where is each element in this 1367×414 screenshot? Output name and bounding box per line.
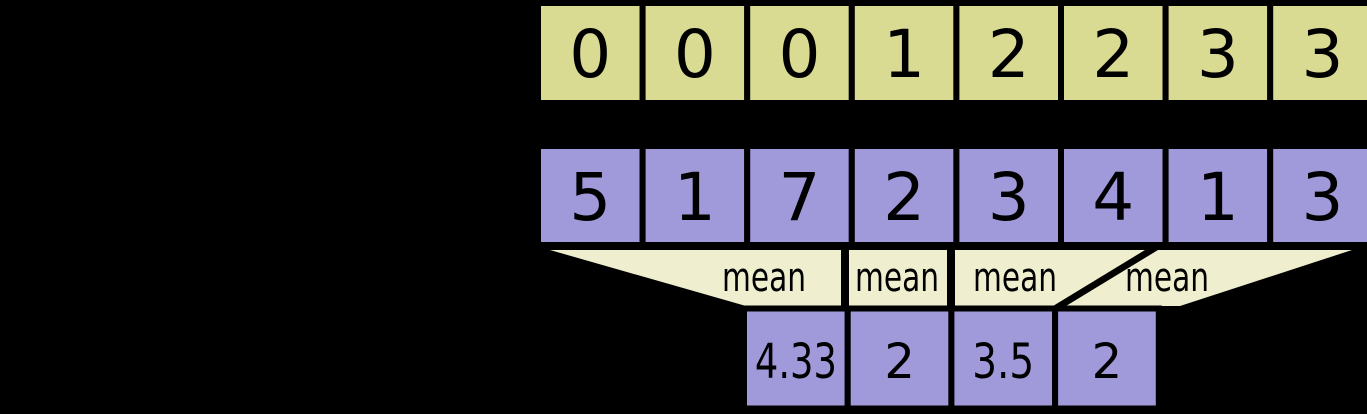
data-cell: 2: [848, 143, 960, 248]
segment-id-value: 2: [1092, 16, 1134, 93]
segment-id-value: 0: [569, 16, 611, 93]
result-cell: 4.33: [741, 305, 851, 412]
data-value: 3: [1302, 159, 1344, 236]
segment-id-cell: 0: [639, 0, 751, 106]
segment-id-cell-box: [953, 0, 1065, 106]
data-cell: 1: [639, 143, 751, 248]
mean-operation-label: mean: [855, 255, 939, 301]
segment-id-cell-box: [848, 0, 960, 106]
mean-operation-label: mean: [1125, 255, 1209, 301]
result-value: 2: [884, 334, 915, 390]
result-cell-box: [1052, 305, 1162, 412]
data-row: 5 1 7 2 3 4 1: [535, 143, 1367, 248]
segment-id-value: 2: [988, 16, 1030, 93]
data-value: 2: [883, 159, 925, 236]
data-cell: 4: [1058, 143, 1169, 248]
segment-id-cell-box: [1058, 0, 1169, 106]
data-value: 1: [1197, 159, 1239, 236]
segment-id-cell: 3: [1267, 0, 1367, 106]
segment-id-cell: 0: [744, 0, 855, 106]
segment-id-value: 1: [883, 16, 925, 93]
segment-id-cell-box: [535, 0, 646, 106]
data-cell: 5: [535, 143, 646, 248]
data-cell: 3: [1267, 143, 1367, 248]
result-cell: 2: [844, 305, 955, 412]
data-cell-box: [1267, 143, 1367, 248]
data-cell: 7: [744, 143, 855, 248]
segment-id-value: 0: [779, 16, 821, 93]
data-value: 4: [1092, 159, 1134, 236]
data-cell: 1: [1162, 143, 1274, 248]
result-value: 4.33: [755, 334, 837, 390]
segment-id-value: 3: [1302, 16, 1344, 93]
funnel-trapezoid: [849, 250, 947, 306]
result-cell-box: [741, 305, 851, 412]
result-value: 2: [1092, 334, 1123, 390]
data-cell: 3: [953, 143, 1065, 248]
segment-id-cell: 2: [953, 0, 1065, 106]
result-cell-box: [844, 305, 955, 412]
mean-operation-label: mean: [722, 255, 806, 301]
results-row: 4.33 2 3.5 2: [741, 305, 1162, 412]
segment-id-cell: 1: [848, 0, 960, 106]
mean-operation-label: mean: [973, 255, 1057, 301]
segment-id-cell-box: [1267, 0, 1367, 106]
mean-funnel: mean: [1066, 250, 1352, 306]
result-value: 3.5: [972, 334, 1034, 390]
data-value: 1: [674, 159, 716, 236]
segment-id-value: 0: [674, 16, 716, 93]
segment-id-cell: 3: [1162, 0, 1274, 106]
segment-id-cell-box: [744, 0, 855, 106]
funnel-trapezoid: [550, 250, 841, 306]
mean-funnels: mean mean mean mean: [550, 250, 1352, 306]
data-cell-box: [1058, 143, 1169, 248]
funnel-trapezoid: [955, 250, 1145, 306]
data-value: 5: [569, 159, 611, 236]
segment-id-cell-box: [639, 0, 751, 106]
data-value: 7: [779, 159, 821, 236]
data-value: 3: [988, 159, 1030, 236]
mean-funnel: mean: [955, 250, 1145, 306]
segment-ids-row: 0 0 0 1 2 2 3: [535, 0, 1367, 106]
result-cell: 3.5: [948, 305, 1059, 412]
segment-id-cell: 0: [535, 0, 646, 106]
segment-id-value: 3: [1197, 16, 1239, 93]
segment-id-cell: 2: [1058, 0, 1169, 106]
result-cell: 2: [1052, 305, 1162, 412]
funnel-trapezoid: [1066, 250, 1352, 306]
mean-funnel: mean: [849, 250, 947, 306]
mean-funnel: mean: [550, 250, 841, 306]
